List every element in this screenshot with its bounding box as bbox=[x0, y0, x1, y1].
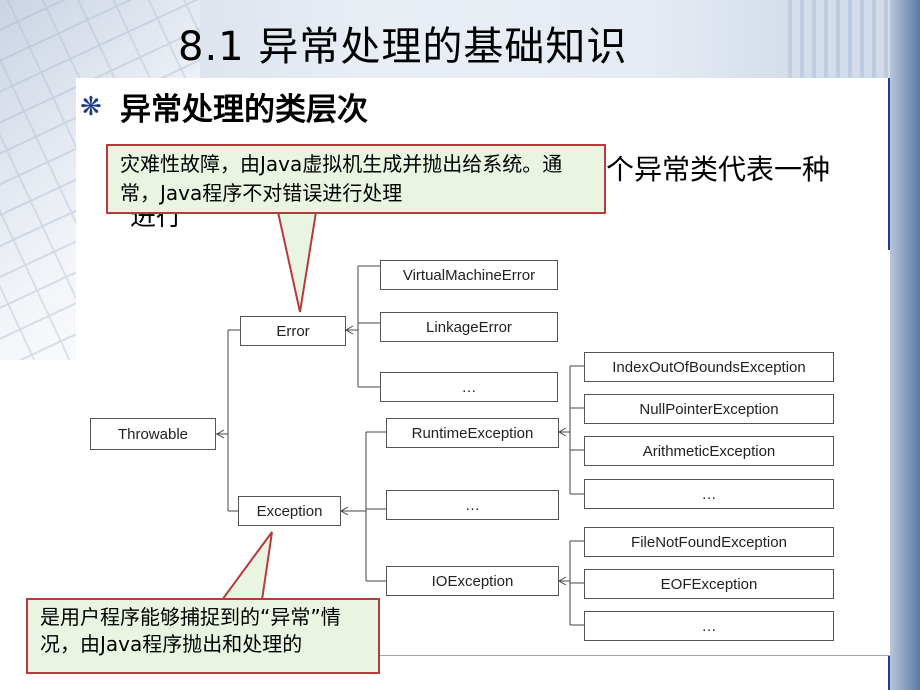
node-eofexception: EOFException bbox=[584, 569, 834, 599]
callout-error-text: 灾难性故障，由Java虚拟机生成并抛出给系统。通常，Java程序不对错误进行处理 bbox=[120, 152, 563, 205]
node-linkageerror: LinkageError bbox=[380, 312, 558, 342]
node-runtimeexception: RuntimeException bbox=[386, 418, 559, 448]
node-arithmeticexception: ArithmeticException bbox=[584, 436, 834, 466]
connector-lines bbox=[215, 265, 584, 626]
node-indexoutofboundsexception: IndexOutOfBoundsException bbox=[584, 352, 834, 382]
slide-subtitle: 异常处理的类层次 bbox=[120, 92, 368, 128]
node-error: Error bbox=[240, 316, 346, 346]
slide-title: 8.1 异常处理的基础知识 bbox=[178, 24, 628, 70]
background-right-bar bbox=[890, 0, 920, 690]
callout-exception-text: 是用户程序能够捕捉到的“异常”情况，由Java程序抛出和处理的 bbox=[40, 605, 341, 656]
exception-hierarchy-diagram: Throwable Error Exception VirtualMachine… bbox=[76, 250, 890, 655]
node-nullpointerexception: NullPointerException bbox=[584, 394, 834, 424]
node-ioexception: IOException bbox=[386, 566, 559, 596]
snowflake-bullet-icon: ❋ bbox=[80, 92, 102, 122]
callout-exception-description: 是用户程序能够捕捉到的“异常”情况，由Java程序抛出和处理的 bbox=[26, 598, 380, 674]
node-io-ellipsis: … bbox=[584, 611, 834, 641]
node-exception-ellipsis: … bbox=[386, 490, 559, 520]
node-filenotfoundexception: FileNotFoundException bbox=[584, 527, 834, 557]
node-exception: Exception bbox=[238, 496, 341, 526]
node-virtualmachineerror: VirtualMachineError bbox=[380, 260, 558, 290]
node-throwable: Throwable bbox=[90, 418, 216, 450]
callout-error-description: 灾难性故障，由Java虚拟机生成并抛出给系统。通常，Java程序不对错误进行处理 bbox=[106, 144, 606, 214]
body-text-fragment: 个异常类代表一种 bbox=[606, 153, 831, 186]
node-runtime-ellipsis: … bbox=[584, 479, 834, 509]
footer-divider bbox=[380, 655, 890, 656]
node-error-ellipsis: … bbox=[380, 372, 558, 402]
